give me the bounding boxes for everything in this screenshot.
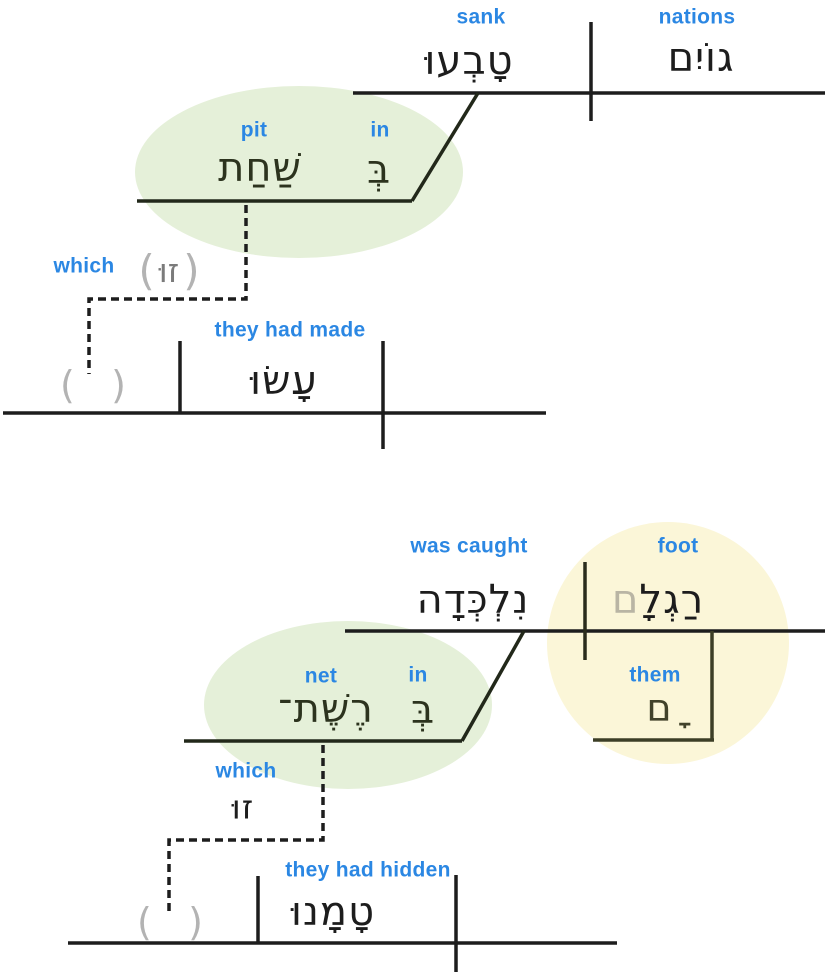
clause-predicate-gloss-1: they had made [214, 318, 366, 342]
prep-gloss-2: in [408, 663, 428, 687]
predicate-gloss-1: sank [456, 5, 506, 29]
clause-predicate-gloss-2: they had hidden [285, 858, 451, 882]
subject-hebrew-2[interactable]: רַגְלָם [612, 580, 704, 620]
clause-predicate-hebrew-2[interactable]: טָמָנוּ [290, 889, 376, 935]
predicate-hebrew-2[interactable]: נִלְכְּדָה [416, 577, 530, 623]
prep-object-gloss-1: pit [240, 118, 268, 142]
relative-pronoun-gloss-1: which [53, 254, 115, 278]
relative-pronoun-dash-connector-2 [167, 745, 325, 913]
predicate-gloss-2: was caught [410, 534, 528, 558]
subject-hebrew-1[interactable]: גוֹיִם [667, 35, 735, 81]
modifier-slant-1 [410, 92, 480, 202]
subject-gloss-1: nations [658, 5, 736, 29]
prep-object-hebrew-1[interactable]: שַׁחַת [218, 145, 302, 191]
prep-hebrew-2[interactable]: בְּ [410, 687, 436, 733]
modifier-slant-2 [460, 630, 526, 742]
close-paren: ) [183, 246, 200, 296]
relative-pronoun-hebrew-1: זוּ [158, 251, 180, 291]
relative-pronoun-hebrew-2[interactable]: זוּ [231, 787, 255, 827]
relative-pronoun-dash-connector-1 [87, 205, 248, 374]
suffix-pronoun-hebrew[interactable]: ָם [646, 686, 686, 730]
predicate-hebrew-1[interactable]: טָבְעוּ [424, 38, 514, 84]
green-highlight-prep-phrase-2 [204, 621, 492, 789]
prep-object-hebrew-2[interactable]: רֶשֶׁת־ [278, 686, 374, 732]
green-highlight-prep-phrase-1 [135, 86, 463, 258]
clause-predicate-hebrew-1[interactable]: עָשׂוּ [250, 358, 318, 404]
relative-pronoun-gloss-2: which [215, 759, 277, 783]
relative-pronoun-hebrew-wrapped-1[interactable]: ( זוּ ) [138, 246, 200, 296]
prep-object-gloss-2: net [304, 664, 338, 688]
prep-hebrew-1[interactable]: בְּ [366, 147, 392, 193]
prep-gloss-1: in [370, 118, 390, 142]
empty-object-placeholder-2: ( ) [137, 900, 203, 944]
subject-gloss-2: foot [657, 534, 699, 558]
open-paren: ( [138, 246, 155, 296]
empty-object-placeholder-1: ( ) [60, 363, 126, 407]
yellow-highlight-suffix [547, 522, 789, 764]
subject-hebrew-stem: רַגְלָ [639, 577, 705, 623]
suffix-pronoun-gloss: them [629, 663, 681, 687]
subject-hebrew-suffix: ם [611, 577, 640, 623]
